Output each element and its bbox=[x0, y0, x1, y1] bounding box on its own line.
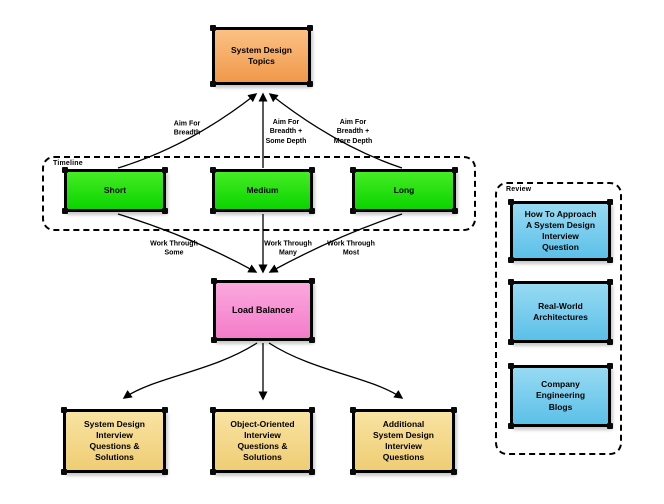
corner-mark bbox=[350, 407, 356, 413]
arrow-short-to-lb bbox=[117, 213, 258, 273]
node-label: How To Approach A System Design Intervie… bbox=[524, 208, 597, 253]
node-load-balancer: Load Balancer bbox=[211, 278, 315, 343]
corner-mark bbox=[607, 339, 613, 345]
corner-mark bbox=[508, 363, 514, 369]
corner-mark bbox=[607, 199, 613, 205]
corner-mark bbox=[162, 208, 168, 214]
corner-mark bbox=[508, 423, 514, 429]
corner-mark bbox=[210, 81, 216, 87]
corner-mark bbox=[210, 167, 216, 173]
node-label: Real-World Architectures bbox=[533, 300, 588, 322]
corner-mark bbox=[508, 339, 514, 345]
timeline-group-label: Timeline bbox=[53, 160, 83, 167]
corner-mark bbox=[451, 469, 457, 475]
corner-mark bbox=[210, 208, 216, 214]
corner-mark bbox=[211, 337, 217, 343]
corner-mark bbox=[62, 208, 68, 214]
corner-mark bbox=[607, 279, 613, 285]
corner-mark bbox=[508, 257, 514, 263]
corner-mark bbox=[452, 167, 458, 173]
corner-mark bbox=[210, 407, 216, 413]
edge-label-aim-for-some-depth: Aim For Breadth + Some Depth bbox=[265, 118, 307, 145]
corner-mark bbox=[607, 257, 613, 263]
corner-mark bbox=[607, 423, 613, 429]
corner-mark bbox=[309, 167, 315, 173]
node-label: System Design Interview Questions & Solu… bbox=[84, 418, 145, 463]
corner-mark bbox=[210, 25, 216, 31]
node-label: Short bbox=[103, 184, 127, 195]
arrow-lb-to-sd-questions bbox=[122, 342, 258, 399]
arrow-short-to-topics bbox=[117, 93, 258, 169]
node-system-design-interview-questions: System Design Interview Questions & Solu… bbox=[61, 407, 168, 475]
corner-mark bbox=[307, 81, 313, 87]
node-label: Load Balancer bbox=[231, 304, 295, 315]
edge-label-aim-for-more-depth: Aim For Breadth + More Depth bbox=[333, 118, 373, 145]
corner-mark bbox=[350, 469, 356, 475]
node-label: Long bbox=[393, 184, 415, 195]
node-object-oriented-interview-questions: Object-Oriented Interview Questions & So… bbox=[210, 407, 315, 475]
corner-mark bbox=[61, 407, 67, 413]
edge-label-aim-for-breadth: Aim For Breadth bbox=[173, 120, 201, 137]
node-medium: Medium bbox=[210, 167, 315, 214]
corner-mark bbox=[451, 407, 457, 413]
node-label: Object-Oriented Interview Questions & So… bbox=[230, 418, 295, 463]
corner-mark bbox=[508, 279, 514, 285]
node-long: Long bbox=[350, 167, 458, 214]
corner-mark bbox=[307, 25, 313, 31]
corner-mark bbox=[309, 407, 315, 413]
corner-mark bbox=[309, 208, 315, 214]
corner-mark bbox=[452, 208, 458, 214]
node-label: Medium bbox=[246, 184, 279, 195]
corner-mark bbox=[607, 363, 613, 369]
node-short: Short bbox=[62, 167, 168, 214]
corner-mark bbox=[162, 167, 168, 173]
corner-mark bbox=[162, 407, 168, 413]
arrow-lb-to-additional bbox=[268, 342, 404, 399]
timeline-group-frame: Timeline bbox=[42, 156, 476, 231]
corner-mark bbox=[309, 337, 315, 343]
edge-label-work-through-most: Work Through Most bbox=[327, 240, 375, 257]
review-group-frame: Review bbox=[495, 182, 622, 455]
arrow-long-to-lb bbox=[268, 213, 403, 273]
node-label: Company Engineering Blogs bbox=[535, 379, 586, 412]
arrow-long-to-topics bbox=[268, 93, 403, 169]
node-label: Additional System Design Interview Quest… bbox=[373, 418, 434, 463]
corner-mark bbox=[211, 278, 217, 284]
corner-mark bbox=[309, 278, 315, 284]
corner-mark bbox=[62, 167, 68, 173]
corner-mark bbox=[350, 167, 356, 173]
corner-mark bbox=[508, 199, 514, 205]
corner-mark bbox=[61, 469, 67, 475]
corner-mark bbox=[210, 469, 216, 475]
node-system-design-topics: System Design Topics bbox=[210, 25, 313, 87]
node-label: System Design Topics bbox=[231, 44, 292, 66]
corner-mark bbox=[350, 208, 356, 214]
edge-label-work-through-many: Work Through Many bbox=[264, 240, 312, 257]
node-additional-system-design-questions: Additional System Design Interview Quest… bbox=[350, 407, 457, 475]
edge-label-work-through-some: Work Through Some bbox=[150, 240, 198, 257]
corner-mark bbox=[309, 469, 315, 475]
node-company-engineering-blogs: Company Engineering Blogs bbox=[508, 363, 613, 429]
corner-mark bbox=[162, 469, 168, 475]
node-how-to-approach: How To Approach A System Design Intervie… bbox=[508, 199, 613, 263]
node-real-world-architectures: Real-World Architectures bbox=[508, 279, 613, 345]
review-group-label: Review bbox=[506, 186, 532, 193]
